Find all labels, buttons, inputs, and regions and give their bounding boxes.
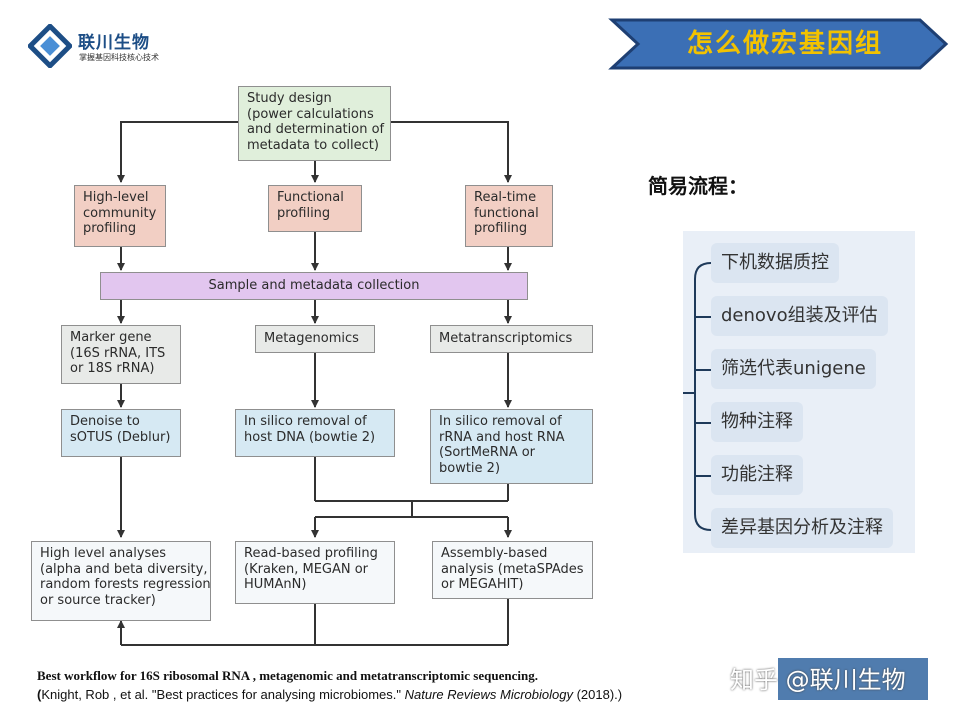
logo-tagline: 掌握基因科技核心技术 xyxy=(79,53,159,62)
host-dna-removal-label: In silico removal of host DNA (bowtie 2) xyxy=(244,414,376,445)
flowchart-connectors xyxy=(117,121,512,646)
read-based-profiling-box: Read-based profiling (Kraken, MEGAN or H… xyxy=(235,541,395,604)
title-banner-shape xyxy=(608,18,949,70)
steps-bracket-connector xyxy=(683,262,712,531)
assembly-based-box: Assembly-based analysis (metaSPAdes or M… xyxy=(432,541,593,599)
high-level-analyses-box: High level analyses (alpha and beta dive… xyxy=(31,541,211,621)
logo-name: 联川生物 xyxy=(78,33,150,53)
sample-collection-label: Sample and metadata collection xyxy=(208,278,420,293)
figure-caption: Best workflow for 16S ribosomal RNA , me… xyxy=(37,668,538,683)
functional-profiling-box: Functional profiling xyxy=(268,185,362,232)
study-design-label: Study design (power calculations and det… xyxy=(247,91,385,153)
metagenomics-label: Metagenomics xyxy=(264,331,359,346)
denoise-box: Denoise to sOTUS (Deblur) xyxy=(61,409,181,457)
marker-gene-label: Marker gene (16S rRNA, ITS or 18S rRNA) xyxy=(70,330,166,376)
assembly-based-label: Assembly-based analysis (metaSPAdes or M… xyxy=(441,546,584,592)
figure-citation: (Knight, Rob , et al. "Best practices fo… xyxy=(37,687,622,702)
citation-paren: ( xyxy=(37,687,42,702)
host-dna-removal-box: In silico removal of host DNA (bowtie 2) xyxy=(235,409,395,457)
high-level-profiling-label: High-level community profiling xyxy=(83,190,157,236)
metatranscriptomics-label: Metatranscriptomics xyxy=(439,331,573,346)
rrna-removal-box: In silico removal of rRNA and host RNA (… xyxy=(430,409,593,484)
workflow-steps-panel xyxy=(683,231,915,553)
workflow-heading: 简易流程： xyxy=(648,174,748,198)
banner-title: 怎么做宏基因组 xyxy=(686,29,883,59)
step-item: 物种注释 xyxy=(711,402,803,442)
metagenomics-box: Metagenomics xyxy=(255,325,375,353)
citation-journal: Nature Reviews Microbiology xyxy=(404,687,573,702)
rrna-removal-label: In silico removal of rRNA and host RNA (… xyxy=(439,414,565,476)
watermark-badge xyxy=(778,658,928,700)
realtime-profiling-label: Real-time functional profiling xyxy=(474,190,539,236)
citation-year: (2018).) xyxy=(572,687,623,702)
step-item: 功能注释 xyxy=(711,455,803,495)
realtime-profiling-box: Real-time functional profiling xyxy=(465,185,553,247)
functional-profiling-label: Functional profiling xyxy=(277,190,344,221)
denoise-label: Denoise to sOTUS (Deblur) xyxy=(70,414,171,445)
sample-collection-box: Sample and metadata collection xyxy=(100,272,528,300)
step-item: 差异基因分析及注释 xyxy=(711,508,893,548)
company-logo-icon xyxy=(28,24,72,68)
read-based-profiling-label: Read-based profiling (Kraken, MEGAN or H… xyxy=(244,546,378,592)
citation-authors: Knight, Rob , et al. "Best practices for… xyxy=(41,687,405,702)
high-level-profiling-box: High-level community profiling xyxy=(74,185,166,247)
watermark-text: 知乎 @联川生物 xyxy=(730,666,906,694)
metatranscriptomics-box: Metatranscriptomics xyxy=(430,325,593,353)
high-level-analyses-label: High level analyses (alpha and beta dive… xyxy=(40,546,211,608)
marker-gene-box: Marker gene (16S rRNA, ITS or 18S rRNA) xyxy=(61,325,181,384)
study-design-box: Study design (power calculations and det… xyxy=(238,86,391,161)
step-item: 下机数据质控 xyxy=(711,243,839,283)
step-item: denovo组装及评估 xyxy=(711,296,888,336)
step-item: 筛选代表unigene xyxy=(711,349,876,389)
